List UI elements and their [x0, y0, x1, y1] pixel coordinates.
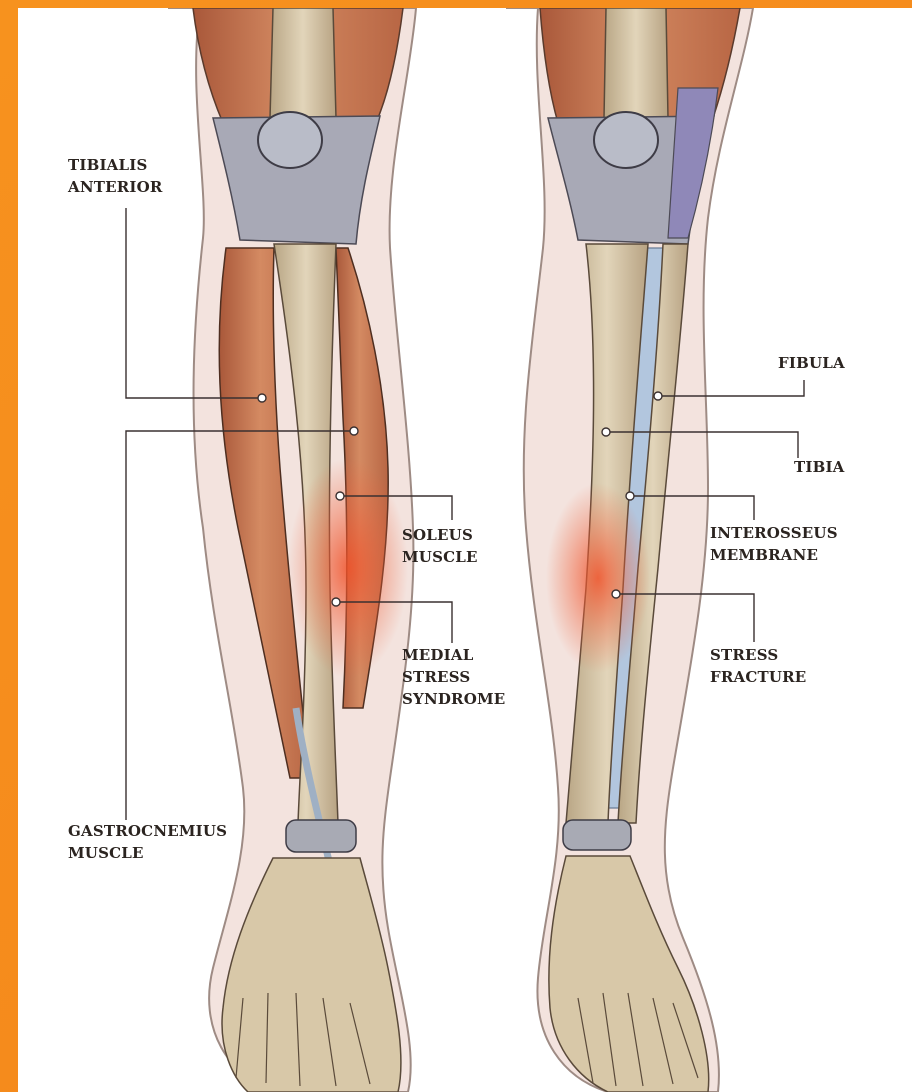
dot-tibialis-anterior	[258, 394, 266, 402]
label-gastrocnemius-muscle: GASTROCNEMIUS MUSCLE	[68, 820, 227, 864]
dot-gastrocnemius	[350, 427, 358, 435]
dot-soleus	[336, 492, 344, 500]
label-line: ANTERIOR	[68, 176, 163, 198]
label-line: TIBIA	[794, 456, 845, 478]
dot-medial-stress	[332, 598, 340, 606]
label-stress-fracture: STRESS FRACTURE	[710, 644, 806, 688]
left-inflammation-glow	[288, 458, 408, 678]
left-leg	[168, 8, 416, 1092]
dot-tibia	[602, 428, 610, 436]
label-medial-stress-syndrome: MEDIAL STRESS SYNDROME	[402, 644, 505, 710]
label-tibialis-anterior: TIBIALIS ANTERIOR	[68, 154, 163, 198]
label-soleus-muscle: SOLEUS MUSCLE	[402, 524, 478, 568]
label-interosseus-membrane: INTEROSSEUS MEMBRANE	[710, 522, 838, 566]
label-line: MUSCLE	[68, 842, 227, 864]
label-line: INTEROSSEUS	[710, 522, 838, 544]
label-line: FRACTURE	[710, 666, 806, 688]
label-line: MEMBRANE	[710, 544, 838, 566]
label-line: SOLEUS	[402, 524, 478, 546]
right-stress-fracture-glow	[546, 483, 650, 673]
left-ankle	[286, 820, 356, 852]
dot-stress-fracture	[612, 590, 620, 598]
label-line: TIBIALIS	[68, 154, 163, 176]
right-patella	[594, 112, 658, 168]
diagram-panel: TIBIALIS ANTERIOR GASTROCNEMIUS MUSCLE S…	[18, 8, 912, 1092]
label-line: FIBULA	[778, 352, 845, 374]
label-tibia: TIBIA	[794, 456, 845, 478]
left-femur	[270, 8, 336, 118]
left-patella	[258, 112, 322, 168]
label-line: STRESS	[710, 644, 806, 666]
label-line: SYNDROME	[402, 688, 505, 710]
label-line: MEDIAL	[402, 644, 505, 666]
dot-fibula	[654, 392, 662, 400]
dot-interosseus	[626, 492, 634, 500]
right-ankle	[563, 820, 631, 850]
label-line: GASTROCNEMIUS	[68, 820, 227, 842]
label-fibula: FIBULA	[778, 352, 845, 374]
label-line: STRESS	[402, 666, 505, 688]
right-femur	[604, 8, 668, 118]
label-line: MUSCLE	[402, 546, 478, 568]
